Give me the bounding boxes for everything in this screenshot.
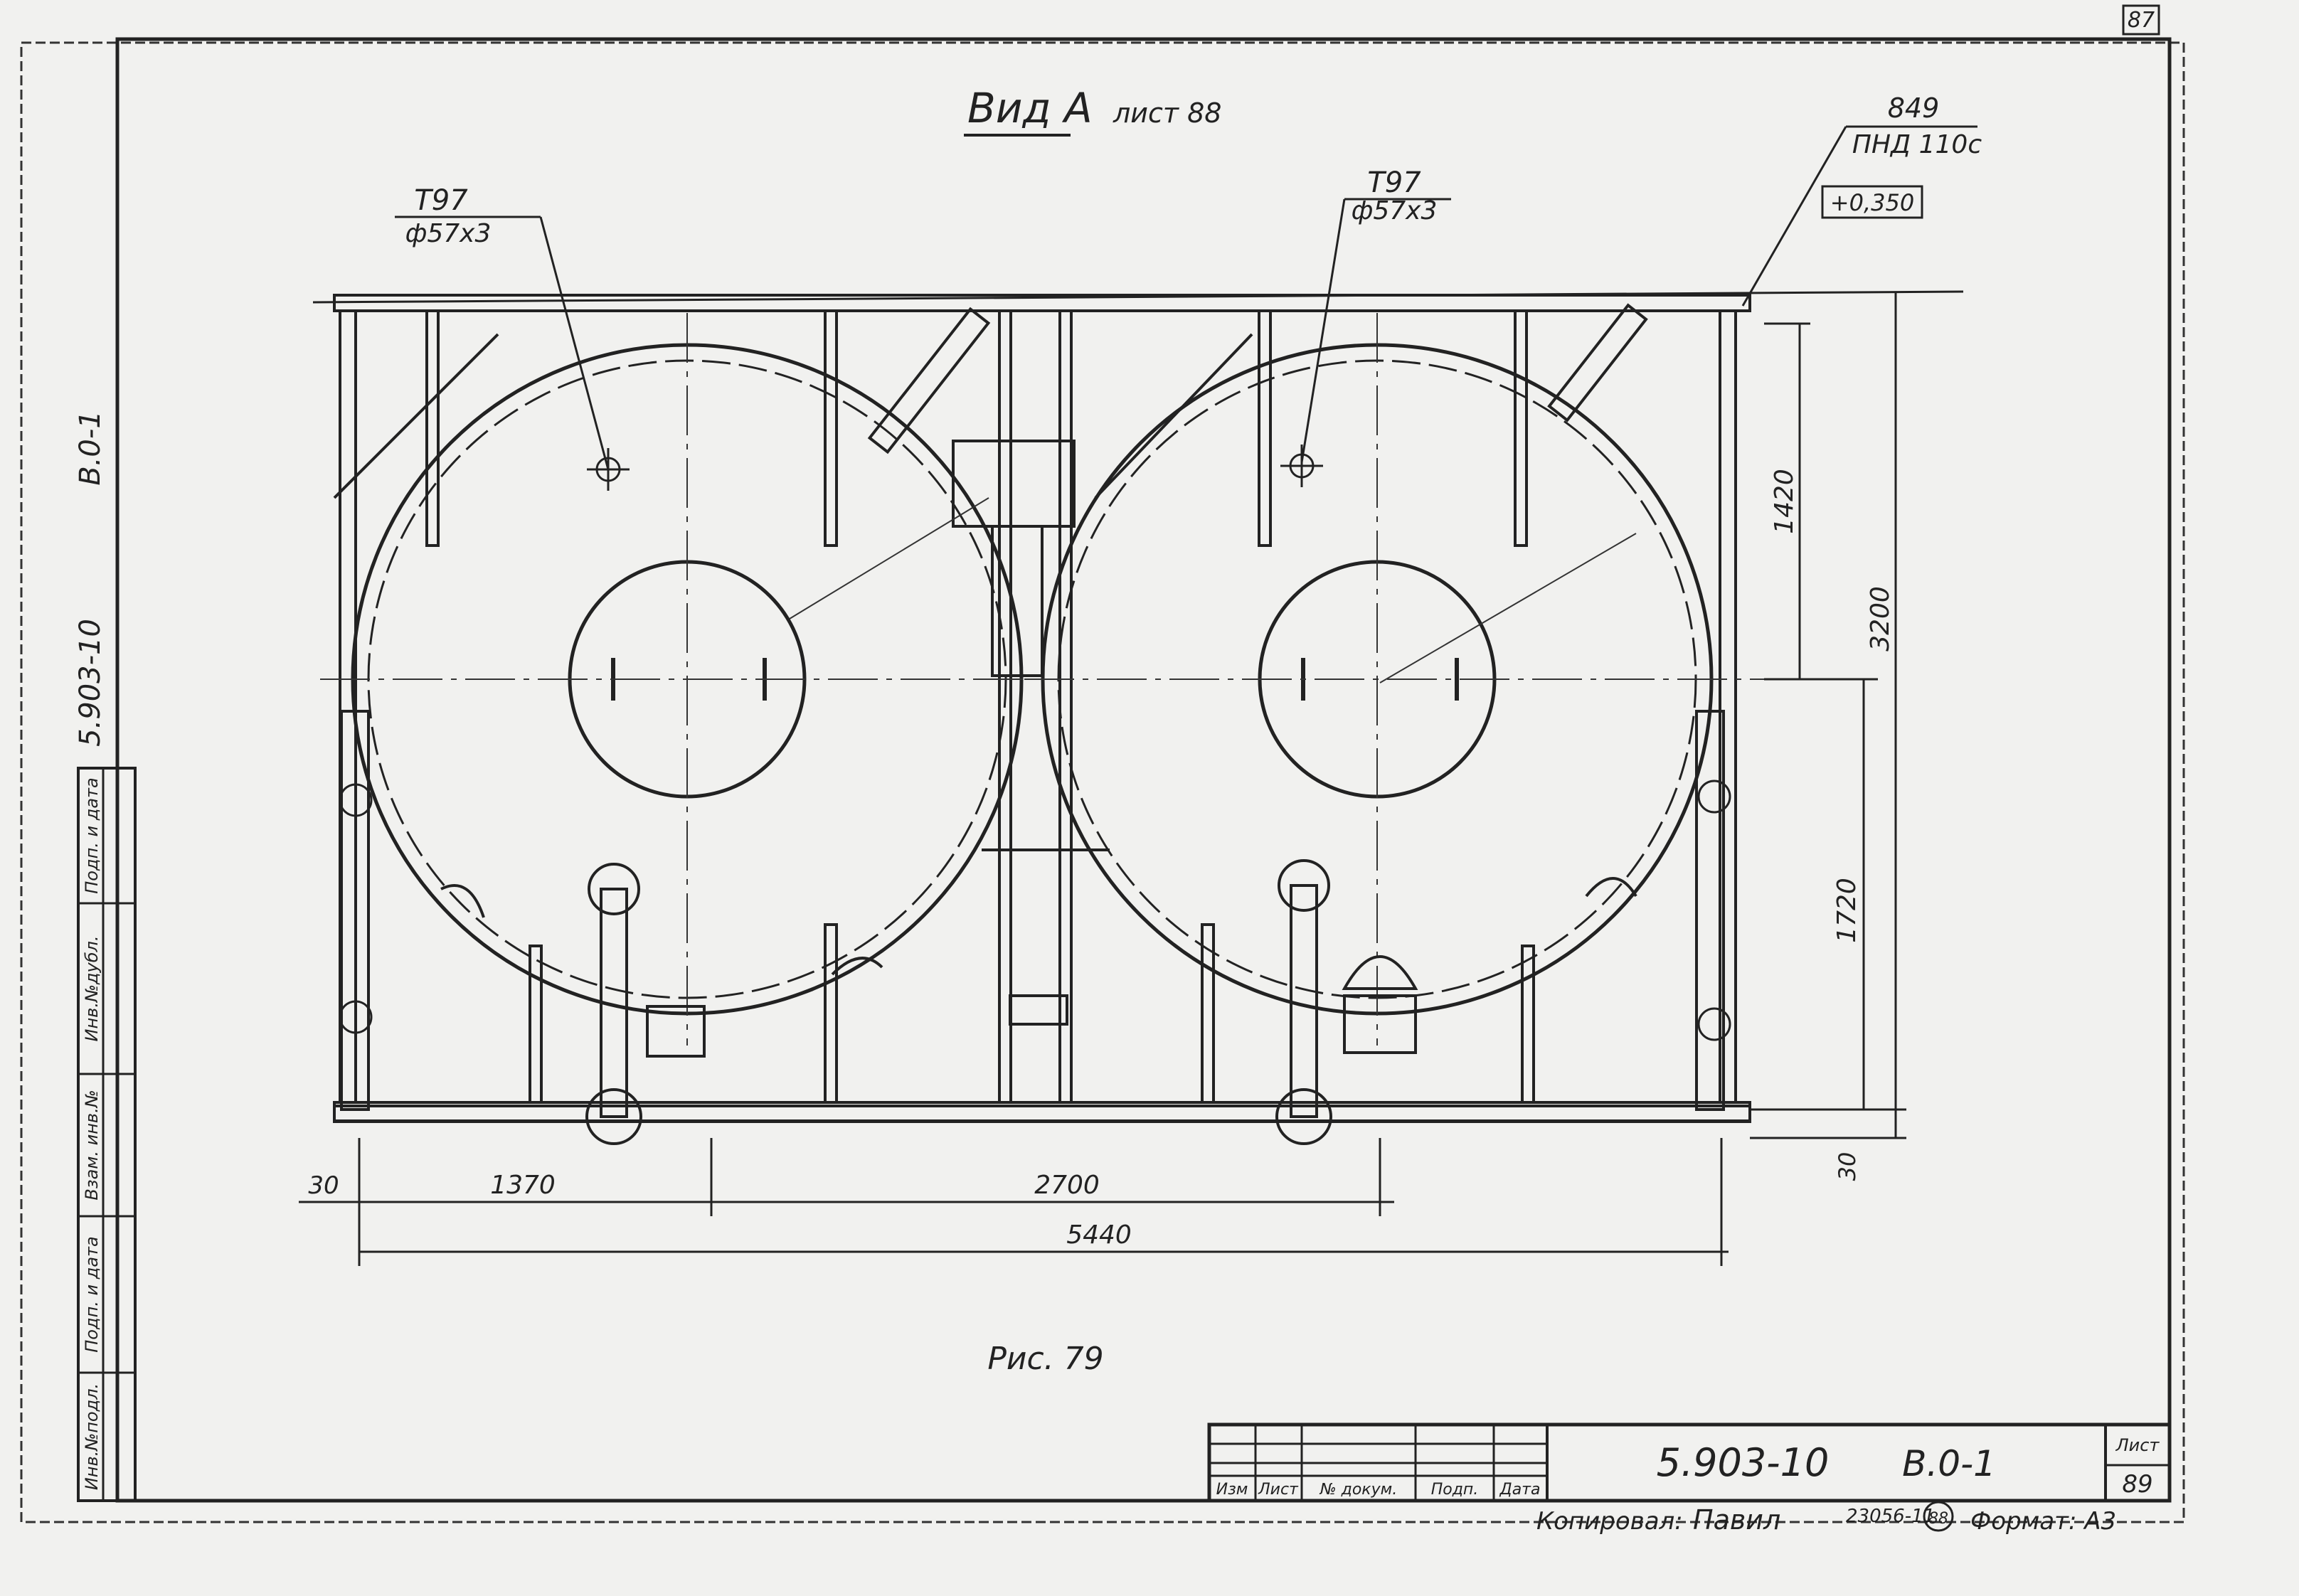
left-tank xyxy=(320,313,1046,1046)
col-sheet: Лист xyxy=(1258,1481,1299,1499)
inner-frame xyxy=(115,37,2172,1503)
col-change: Изм xyxy=(1216,1481,1248,1499)
order-number: 23056-11 xyxy=(1846,1506,1935,1527)
circle-number: 88 xyxy=(1928,1510,1948,1528)
side-stamp-sheet: В.0-1 xyxy=(74,410,107,486)
col-signature: Подп. xyxy=(1431,1481,1479,1499)
copied-label: Копировал: xyxy=(1536,1507,1683,1536)
title-block xyxy=(1207,1422,2172,1503)
dimension-height-lower: 1720 xyxy=(1832,878,1862,943)
right-tank-code: Т97 xyxy=(1367,166,1421,199)
sheet-reference: лист 88 xyxy=(1113,97,1221,129)
right-tank-pipe: ф57х3 xyxy=(1352,196,1438,225)
dimension-left-offset: 30 xyxy=(308,1171,339,1200)
dimension-height-upper: 1420 xyxy=(1770,469,1799,534)
piping xyxy=(333,303,1751,1145)
figure-caption: Рис. 79 xyxy=(987,1341,1103,1377)
line-spec: ПНД 110с xyxy=(1852,130,1982,159)
col-document: № докум. xyxy=(1320,1481,1397,1499)
right-tank xyxy=(1024,313,1878,1046)
side-field-1: Инв.№подл. xyxy=(82,1383,102,1490)
right-nozzle-icon xyxy=(1280,445,1323,487)
left-tank-code: Т97 xyxy=(414,184,468,217)
side-field-2: Подп. и дата xyxy=(82,1236,102,1353)
line-code: 849 xyxy=(1888,92,1940,124)
left-tank-pipe: ф57х3 xyxy=(405,219,492,248)
title-designation: 5.903-10 xyxy=(1657,1440,1830,1485)
title-sheet-label: Лист xyxy=(2115,1435,2160,1455)
side-field-5: Подп. и дата xyxy=(82,777,102,894)
copied-signature: Павил xyxy=(1693,1504,1780,1536)
left-nozzle-icon xyxy=(587,448,630,491)
corner-sheet-number: 87 xyxy=(2128,8,2155,33)
side-stamp-code: 5.903-10 xyxy=(74,619,107,747)
title-sheet-code: В.0-1 xyxy=(1902,1443,1996,1484)
format-label: Формат: А3 xyxy=(1970,1507,2116,1536)
dimension-total-width: 5440 xyxy=(1066,1220,1132,1250)
col-date: Дата xyxy=(1499,1481,1541,1499)
dimension-bottom-offset: 30 xyxy=(1834,1152,1861,1181)
side-field-4: Инв.№дубл. xyxy=(82,936,102,1042)
side-field-3: Взам. инв.№ xyxy=(82,1090,102,1200)
valve-icon xyxy=(339,780,1731,1041)
dimension-height-total: 3200 xyxy=(1866,586,1895,651)
support-frame xyxy=(312,290,1964,1122)
view-title: Вид А xyxy=(967,84,1093,132)
side-stamp-table xyxy=(77,767,137,1502)
dimension-spacing-1: 1370 xyxy=(490,1171,556,1200)
outer-frame xyxy=(20,41,2185,1523)
dimension-spacing-2: 2700 xyxy=(1034,1171,1100,1200)
vertical-dimension-lines xyxy=(1750,292,1906,1139)
title-sheet-number: 89 xyxy=(2122,1470,2152,1499)
elevation-mark: +0,350 xyxy=(1830,189,1914,216)
horizontal-dimension-lines xyxy=(299,1138,1729,1266)
